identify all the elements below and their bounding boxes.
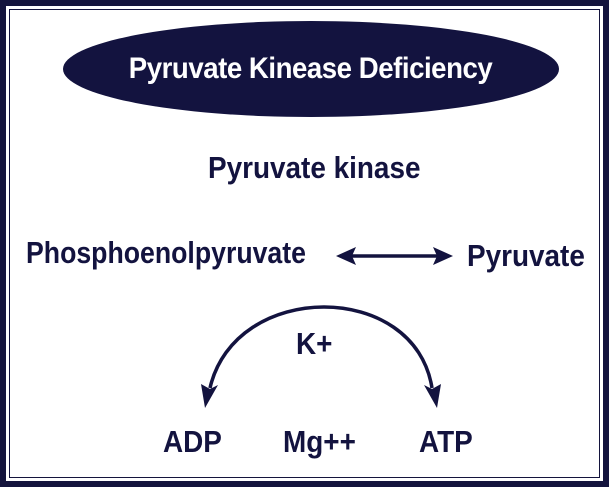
title-oval: Pyruvate Kinease Deficiency	[63, 21, 559, 117]
atp-label: ATP	[419, 424, 473, 459]
magnesium-cofactor-label: Mg++	[283, 424, 356, 459]
reversible-arrow	[336, 247, 453, 265]
adp-label: ADP	[163, 424, 222, 459]
cofactor-arc-arrow	[201, 305, 441, 408]
diagram-title: Pyruvate Kinease Deficiency	[129, 52, 493, 85]
enzyme-label: Pyruvate kinase	[208, 150, 421, 185]
reversible-arrow-left-head	[336, 247, 356, 265]
potassium-cofactor-label: K+	[296, 326, 333, 361]
substrate-label: Phosphoenolpyruvate	[26, 235, 306, 270]
cofactor-arc	[208, 305, 434, 389]
product-label: Pyruvate	[467, 238, 585, 273]
arc-arrowhead-atp	[424, 384, 441, 408]
reversible-arrow-right-head	[433, 247, 453, 265]
arc-arrowhead-adp	[201, 384, 218, 408]
